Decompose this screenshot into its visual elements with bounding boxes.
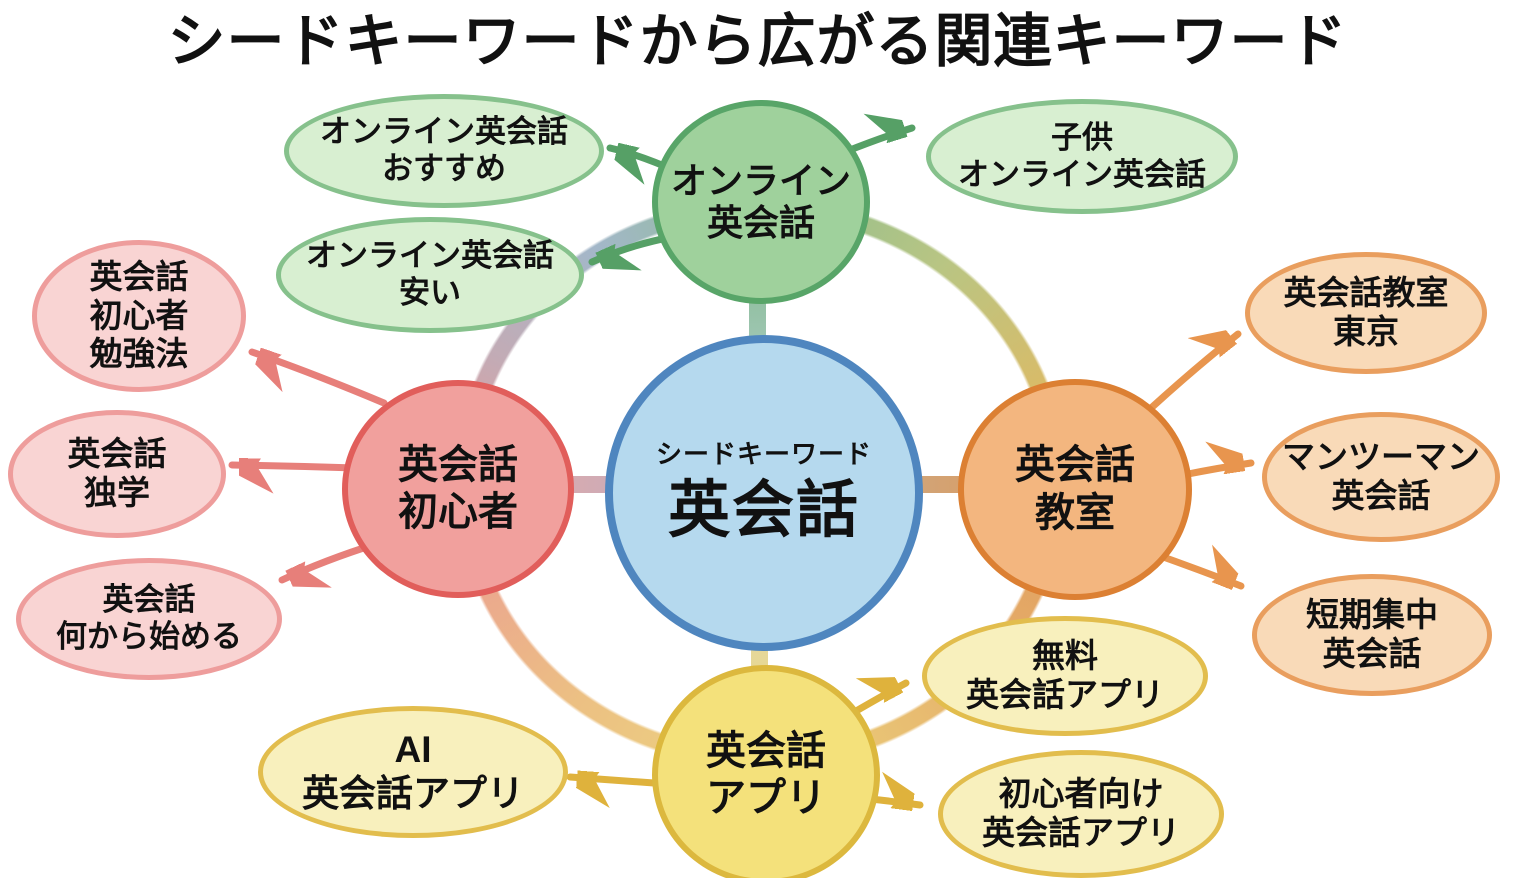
bubble-school-short-term: 短期集中 英会話 [1252,574,1492,696]
page-title: シードキーワードから広がる関連キーワード [167,9,1348,74]
bubble-beginner-study-method: 英会話 初心者 勉強法 [32,240,246,392]
node-eikaiwa-beginner: 英会話 初心者 [342,380,574,598]
arrow-school-tokyo [1146,334,1242,413]
arrow-beginner-study-method [248,352,388,407]
node-eikaiwa-school: 英会話 教室 [958,379,1192,600]
arrow-app-free [847,683,910,718]
seed-node: シードキーワード 英会話 [605,335,923,651]
node-eikaiwa-app: 英会話 アプリ [652,665,880,878]
bubble-school-one-on-one: マンツーマン 英会話 [1262,412,1500,542]
arrow-app-ai [566,777,658,783]
bubble-app-free: 無料 英会話アプリ [922,616,1208,736]
seed-subtitle: シードキーワード [655,439,872,470]
bubble-online-recommend: オンライン英会話 おすすめ [284,94,604,208]
bubble-app-ai: AI 英会話アプリ [258,706,568,838]
arrow-beginner-self-study [228,465,360,468]
bubble-online-kids: 子供 オンライン英会話 [926,99,1238,214]
arrow-online-kids [841,128,916,156]
bubble-beginner-where-to-start: 英会話 何から始める [16,558,282,680]
arrow-school-one-on-one [1179,463,1255,479]
bubble-school-tokyo: 英会話教室 東京 [1245,252,1487,374]
bubble-app-for-beginners: 初心者向け 英会話アプリ [938,750,1224,878]
seed-keyword: 英会話 [667,475,860,545]
bubble-beginner-self-study: 英会話 独学 [8,410,226,538]
node-online-eikaiwa: オンライン 英会話 [652,100,870,304]
bubble-online-cheap: オンライン英会話 安い [276,217,584,333]
